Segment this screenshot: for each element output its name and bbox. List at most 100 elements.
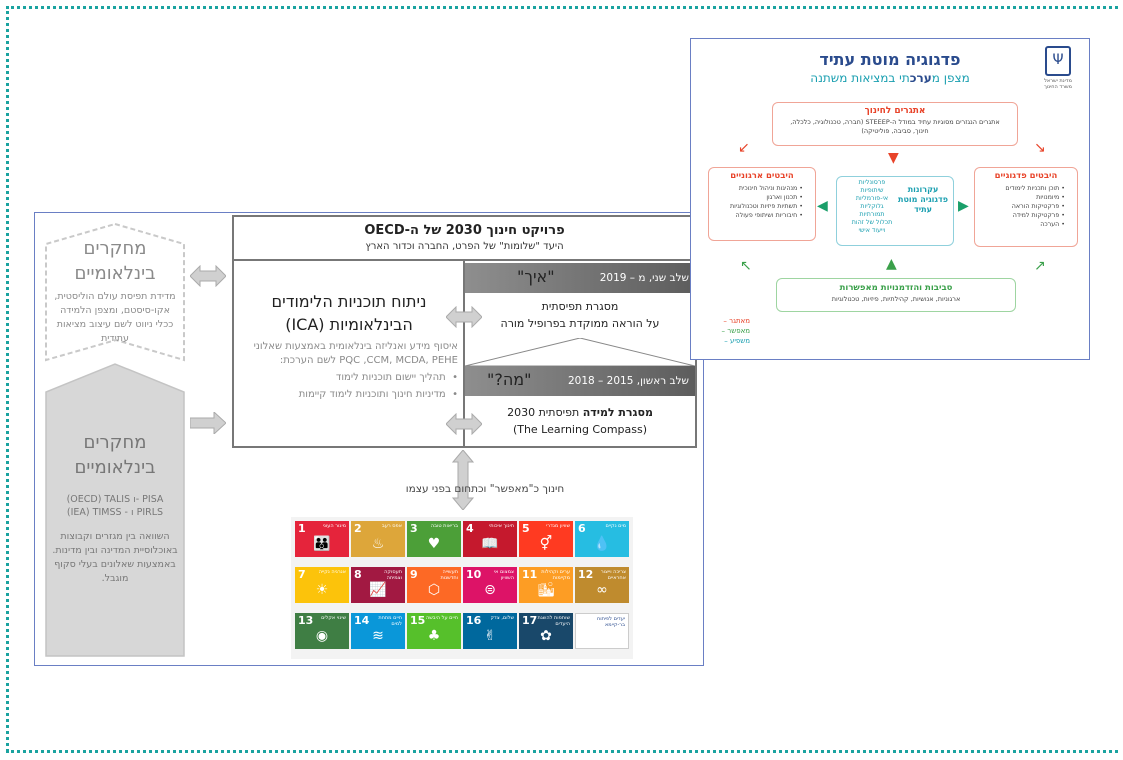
- sdg-icon: ∞: [596, 582, 608, 598]
- sdg-number: 2: [354, 522, 362, 535]
- enabler-text: חינוך כ"מאפשר" וכתחום בפני עצמו: [405, 483, 565, 495]
- legend-item: משפיע –: [724, 337, 750, 345]
- stage2-line2: על הוראה ממוקדת בפרופיל מורה: [500, 317, 660, 330]
- sdg-title: חיים מתחת למים: [378, 615, 402, 627]
- center-divider: [463, 261, 465, 448]
- stage2-line1: מסגרת תפיסתית: [541, 300, 619, 313]
- stage1-line1: מסגרת למידה תפיסתית 2030: [465, 404, 695, 421]
- diagram-frame: [34, 212, 704, 666]
- curved-arrow-left-icon: ↙: [738, 140, 750, 156]
- sdg-tile: יעדים לפיתוח בר-קיימא: [575, 613, 629, 649]
- sdg-title: חינוך איכותי: [489, 523, 514, 529]
- stage2-label: שלב שני, מ – 2019: [599, 272, 689, 284]
- org-aspects-card: היבטים ארגוניים • מנהיגות וניהול חינוכית…: [708, 167, 816, 241]
- double-arrow-icon: [190, 265, 226, 287]
- sdg-title: אפס רעב: [381, 523, 402, 529]
- down-arrow-icon: ▼: [888, 150, 899, 166]
- ica-bullet-1: • תהליך יישום תוכניות לימוד: [335, 372, 458, 383]
- sdg-number: 3: [410, 522, 418, 535]
- right-items-item: • הערכה: [1040, 221, 1065, 228]
- ica-title: ניתוח תוכניות הלימודים הבינלאומיות (ICA): [271, 292, 427, 334]
- challenges-body: אתגרים הנגזרים מסוגיות עתיד במודל ה-STEE…: [790, 118, 1000, 135]
- double-arrow-icon: [446, 413, 482, 435]
- sdg-icon: ✿: [540, 628, 552, 644]
- legend-label: מאתגר: [729, 317, 750, 325]
- legend-label: משפיע: [729, 337, 750, 345]
- legend-label: מאפשר: [727, 327, 750, 335]
- sdg-title: בריאות טובה: [430, 523, 458, 529]
- ped-aspects-list: • תוכן ותכניות לימודים• מיומנויות• פרקטי…: [977, 184, 1071, 229]
- org-aspects-list: • מנהיגות וניהול חינוכית• תכנון וארגון• …: [711, 184, 809, 220]
- sdg-title: שוויון מגדרי: [546, 523, 570, 529]
- right-items-item: • תוכן ותכניות לימודים: [1005, 185, 1065, 192]
- stage1-line1-rest: תפיסתית 2030: [507, 406, 580, 419]
- center-items-item: פרסונליות: [858, 179, 886, 186]
- enabling-card: סביבות והזדמנויות מאפשרות ארגוניות, אנוש…: [776, 278, 1016, 312]
- left-top-title: מחקרים בינלאומיים: [74, 238, 156, 284]
- left-items-item: • מנהיגות וניהול חינוכית: [738, 185, 803, 192]
- left-bottom-box-shape: [45, 363, 185, 657]
- sdg-number: 8: [354, 568, 362, 581]
- poster-legend: מאתגר –מאפשר –משפיע –: [700, 316, 750, 346]
- stage1-label: שלב ראשון, 2015 – 2018: [567, 375, 689, 387]
- poster-subtitle-bold: ערכ: [909, 71, 932, 85]
- sdg-number: 17: [522, 614, 538, 627]
- right-items-item: • פרקטיקות הוראה: [1011, 203, 1065, 210]
- sdg-title: אנרגיה נקייה: [318, 569, 346, 575]
- ica-section: ניתוח תוכניות הלימודים הבינלאומיות (ICA): [240, 290, 458, 336]
- stage2-bar: שלב שני, מ – 2019 "איך": [465, 263, 695, 293]
- sdg-icon: ♨: [371, 536, 385, 552]
- center-items-item: שיתופיות: [860, 187, 884, 194]
- sdg-title: מיגור העוני: [322, 523, 346, 529]
- sdg-icon: ♣: [427, 628, 441, 644]
- emblem-caption: מדינת ישראל משרד החינוך: [1044, 78, 1072, 90]
- sdg-number: 13: [298, 614, 314, 627]
- stage1-tag: "מה?": [487, 370, 532, 389]
- stage1-bar: שלב ראשון, 2015 – 2018 "מה?": [465, 366, 695, 396]
- right-arrow-icon: [190, 412, 226, 434]
- sdg-title: יעדים לפיתוח בר-קיימא: [596, 616, 625, 628]
- sdg-number: 4: [466, 522, 474, 535]
- sdg-icon: ✌: [484, 628, 496, 644]
- ica-body: איסוף מידע ואנליזה בינלאומית באמצעות שאל…: [253, 341, 458, 366]
- sdg-number: 10: [466, 568, 482, 581]
- stage1-line2: (The Learning Compass): [512, 423, 648, 436]
- vertical-double-arrow-icon: [452, 450, 474, 510]
- left-bottom-title: מחקרים בינלאומיים: [74, 432, 156, 478]
- sdg-icon: ◉: [315, 628, 329, 644]
- sdg-icon: 📈: [369, 582, 387, 598]
- enabling-body: ארגוניות, אנושיות, קהילתיות, פיזיות, טכנ…: [831, 295, 961, 303]
- emblem: Ψ מדינת ישראל משרד החינוך: [1040, 46, 1076, 98]
- project-title: פרויקט חינוך 2030 של ה-OECD: [364, 223, 565, 238]
- project-subtitle: היעד "שלומות" של הפרט, החברה וכדור הארץ: [365, 241, 564, 252]
- left-bottom-body: השוואה בין מגזרים וקבוצות באוכלוסיית המד…: [52, 531, 178, 584]
- poster-subtitle-pre: מצפן מ: [931, 71, 970, 85]
- sdg-title: מים נקיים: [605, 523, 626, 529]
- left-items-item: • תשתיות פיזיות וטכנולוגיות: [729, 203, 803, 210]
- left-items-item: • חיבוריות ושיתופי פעולה: [735, 212, 803, 219]
- dotted-border-bottom: [6, 750, 1118, 753]
- sdg-title: צמצום אי השוויון: [493, 569, 514, 581]
- left-top-body: מדידת תפיסת עולם הוליסטית, אקו-סיסטם, ומ…: [54, 291, 176, 344]
- poster-subtitle-post: תי במציאות משתנה: [810, 71, 910, 85]
- double-arrow-icon: [446, 306, 482, 328]
- center-items-item: וייעוד אישי: [858, 227, 886, 234]
- sdg-number: 11: [522, 568, 538, 581]
- org-aspects-title: היבטים ארגוניים: [730, 171, 794, 181]
- menorah-icon: Ψ: [1045, 46, 1071, 76]
- arrow-left-icon: ◀: [817, 198, 828, 214]
- sdg-number: 15: [410, 614, 426, 627]
- left-bottom-line1: (OECD) TALIS ו- PISA: [66, 494, 164, 505]
- stage-roof: [465, 338, 695, 366]
- curved-arrow-up-right-icon: ↗: [1034, 258, 1046, 274]
